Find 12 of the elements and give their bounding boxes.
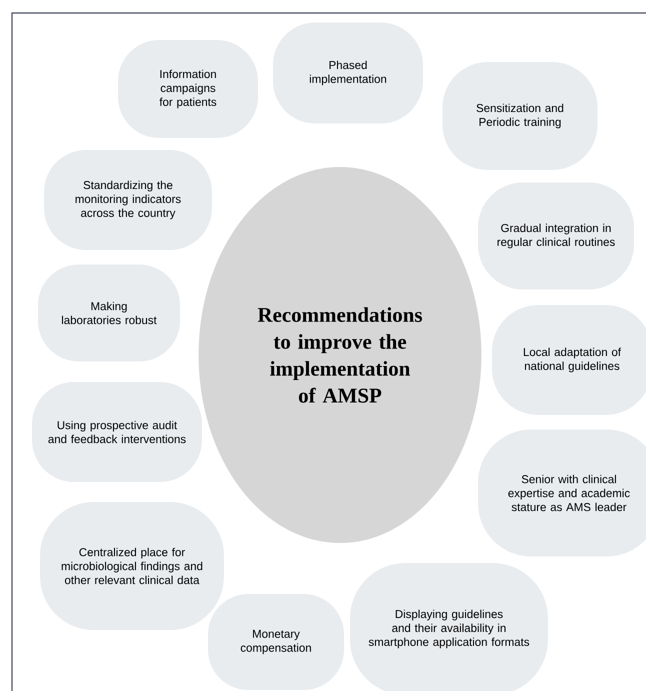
recommendation-bubble: Gradual integration in regular clinical routines [478,182,634,290]
recommendation-bubble: Centralized place for microbiological findings and other relevant clinical data [40,502,224,630]
recommendation-bubble: Making laboratories robust [38,264,180,362]
recommendation-bubble: Using prospective audit and feedback interventions [32,382,202,482]
recommendation-bubble: Monetary compensation [208,594,344,690]
recommendation-bubble: Displaying guidelines and their availability in smartphone application formats [350,563,548,691]
recommendation-bubble: Sensitization and Periodic training [442,62,598,170]
recommendation-bubble: Standardizing the monitoring indicators across the country [44,150,212,250]
recommendation-bubble: Phased implementation [273,22,423,124]
recommendation-bubble: Senior with clinical expertise and academic stature as AMS leader [478,430,646,556]
recommendation-bubble: Information campaigns for patients [118,40,258,138]
recommendation-bubble: Local adaptation of national guidelines [492,305,646,415]
